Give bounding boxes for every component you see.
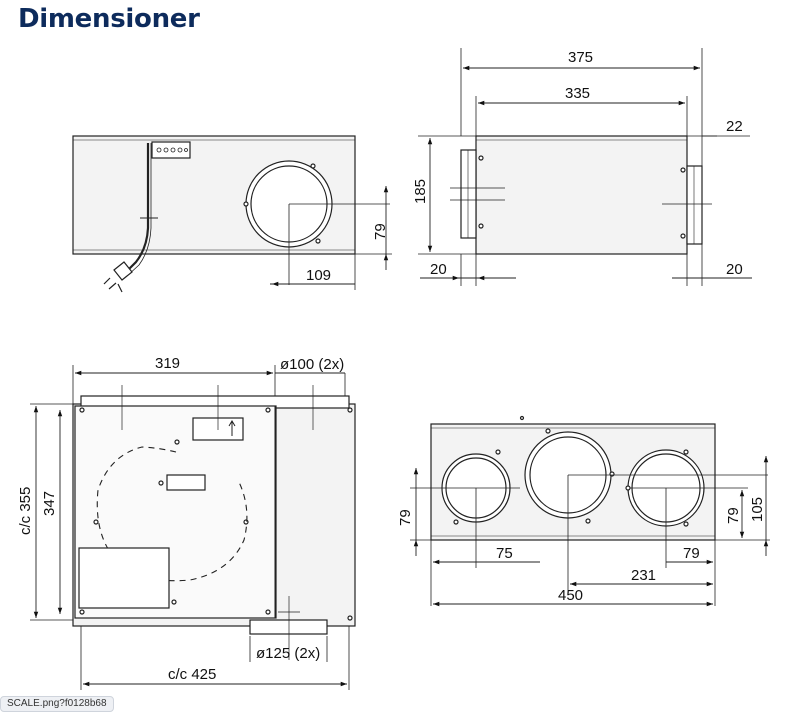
dim-cc355: c/c 355 — [17, 487, 34, 535]
dim-109: 109 — [306, 267, 331, 284]
end-view-collar-right — [686, 165, 703, 245]
dim-335: 335 — [565, 85, 590, 102]
end-view — [418, 48, 752, 286]
top-view-slot — [166, 474, 206, 491]
end-view-collar-left — [460, 149, 477, 239]
dim-79-left: 79 — [397, 509, 414, 526]
end-view-housing — [475, 135, 688, 255]
dim-185: 185 — [412, 179, 429, 204]
dim-375: 375 — [568, 49, 593, 66]
dim-319: 319 — [155, 355, 180, 372]
dim-20-left: 20 — [430, 261, 447, 278]
power-cable — [123, 143, 150, 275]
dim-79-side: 79 — [372, 223, 389, 240]
dim-duct-bottom: ø125 (2x) — [256, 645, 320, 662]
dim-20-right: 20 — [726, 261, 743, 278]
dim-105: 105 — [749, 497, 766, 522]
top-view-collar-bottom — [249, 619, 328, 635]
top-view-filter-box — [78, 547, 170, 609]
front-view — [410, 415, 770, 607]
side-view — [72, 135, 392, 293]
dim-79-mid: 79 — [683, 545, 700, 562]
dim-79-right: 79 — [725, 507, 742, 524]
terminal-screws — [156, 147, 188, 153]
power-plug — [103, 261, 133, 293]
dim-347: 347 — [41, 491, 58, 516]
dim-231: 231 — [631, 567, 656, 584]
dim-duct-top: ø100 (2x) — [280, 356, 344, 373]
dim-22: 22 — [726, 118, 743, 135]
dim-75: 75 — [496, 545, 513, 562]
image-caption: SCALE.png?f0128b68 — [0, 696, 114, 712]
top-view — [30, 365, 356, 690]
dim-450: 450 — [558, 587, 583, 604]
page-title: Dimensioner — [18, 4, 200, 34]
dim-cc425: c/c 425 — [168, 666, 216, 683]
